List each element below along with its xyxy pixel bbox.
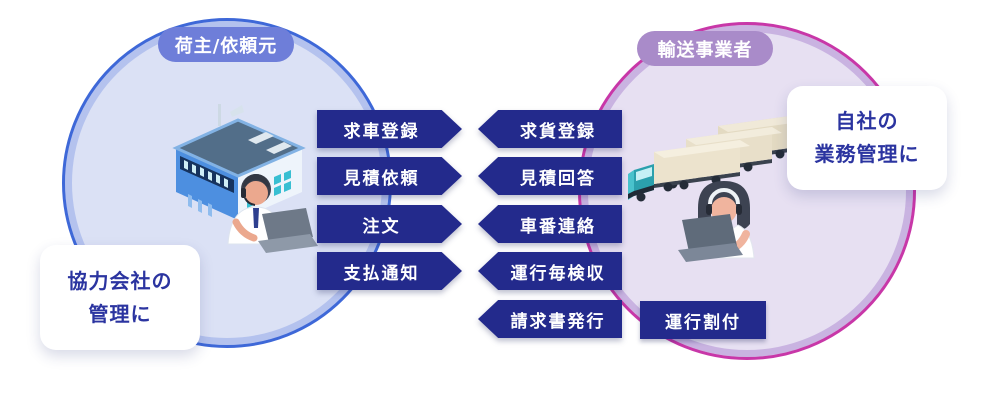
operator bbox=[678, 181, 755, 262]
flow-label: 車番連絡 bbox=[478, 205, 622, 243]
note-line: 自社の bbox=[835, 109, 899, 133]
flow-arrow-to-carrier: 見積依頼 bbox=[317, 157, 462, 195]
note-line: 協力会社の bbox=[67, 268, 173, 293]
flow-arrow-to-carrier: 注文 bbox=[317, 205, 462, 243]
carrier-note-card: 自社の 業務管理に bbox=[787, 86, 947, 190]
trucks bbox=[628, 114, 814, 202]
flow-label: 見積回答 bbox=[478, 157, 622, 195]
flow-arrow-to-shipper: 車番連絡 bbox=[478, 205, 622, 243]
note-line: 管理に bbox=[88, 301, 152, 326]
truck-fleet-with-operator-icon bbox=[628, 114, 814, 262]
flow-arrow-to-carrier: 支払通知 bbox=[317, 252, 462, 290]
flow-label: 見積依頼 bbox=[317, 157, 462, 195]
flow-label: 求貨登録 bbox=[478, 110, 622, 148]
flow-label: 支払通知 bbox=[317, 252, 462, 290]
flow-arrow-to-shipper: 請求書発行 bbox=[478, 300, 622, 338]
shipper-note-card: 協力会社の 管理に bbox=[40, 245, 200, 350]
carrier-label-pill: 輸送事業者 bbox=[637, 31, 773, 66]
shipper-label-pill: 荷主/依頼元 bbox=[158, 27, 294, 62]
flow-label: 注文 bbox=[317, 205, 462, 243]
flow-arrow-to-shipper: 求貨登録 bbox=[478, 110, 622, 148]
flow-label: 請求書発行 bbox=[478, 300, 622, 338]
flow-label: 運行毎検収 bbox=[478, 252, 622, 290]
flow-arrow-to-shipper: 見積回答 bbox=[478, 157, 622, 195]
flow-arrow-to-shipper: 運行毎検収 bbox=[478, 252, 622, 290]
flow-label: 求車登録 bbox=[317, 110, 462, 148]
office-building-with-worker-icon bbox=[172, 104, 318, 253]
flow-arrow-to-carrier: 求車登録 bbox=[317, 110, 462, 148]
note-line: 業務管理に bbox=[814, 142, 920, 166]
internal-task-box: 運行割付 bbox=[640, 301, 766, 339]
